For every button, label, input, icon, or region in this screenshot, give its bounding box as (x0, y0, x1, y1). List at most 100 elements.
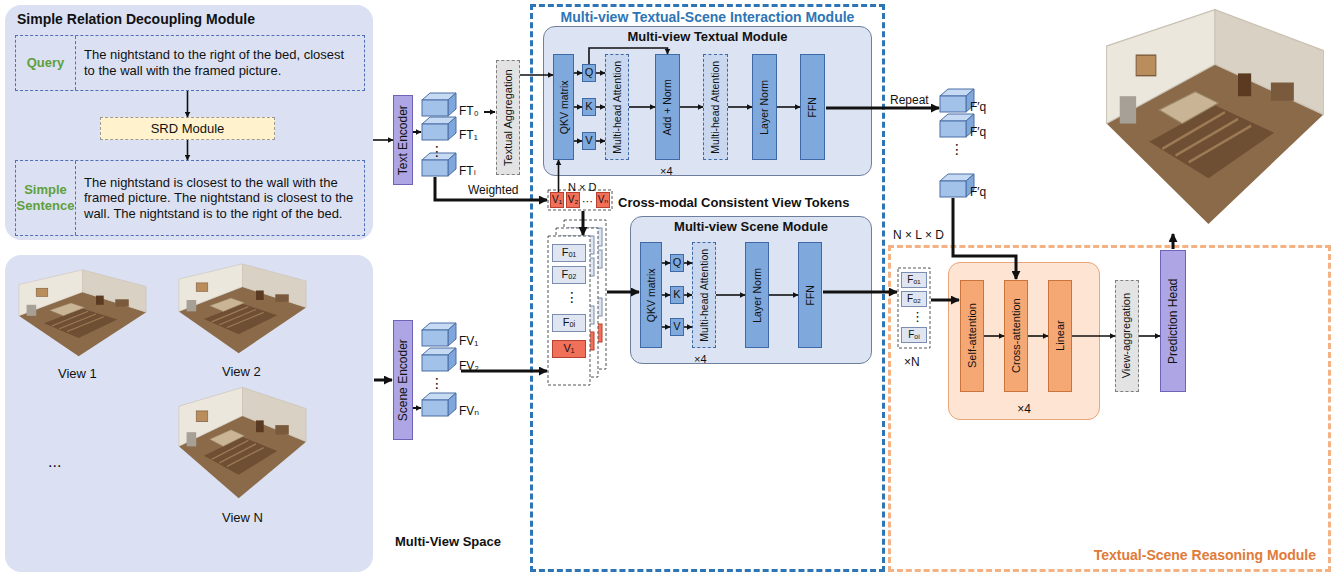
flow-arrow (374, 379, 392, 382)
label-holder: Multi-View Space (395, 532, 501, 550)
module-title: Multi-view Textual-Scene Interaction Mod… (561, 9, 855, 26)
label-holder: View N (222, 508, 263, 526)
label-holder: ⋮ (950, 140, 964, 158)
sentence-box: Simple SentenceThe nightstand is closest… (15, 160, 365, 236)
label-holder: F′q (970, 182, 986, 200)
label-text: F′q (970, 125, 986, 139)
box-label: QKV matrix (557, 80, 570, 134)
layer-box: QKV matrix (640, 242, 662, 348)
label-text: ⋮ (565, 289, 579, 305)
module-box: Multi-view Scene ModuleQKV matrixQKVMult… (630, 216, 872, 364)
box-label: Fₒ₁ (907, 274, 920, 286)
view-image (179, 264, 306, 353)
block-box: ×4 Self-attention Cross-attention Linear (948, 262, 1100, 420)
flow-arrow (413, 131, 421, 133)
box-label: Linear (1053, 321, 1066, 352)
label-holder: ×4 (694, 349, 707, 367)
box-label: Multi-head Attention (709, 61, 722, 154)
box-label: QKV matrix (645, 268, 658, 322)
layer-box: Layer Norm (752, 54, 777, 160)
label-text: FT₁ (459, 128, 478, 142)
label-holder: FV₁ (459, 331, 478, 349)
layer-box: V (582, 132, 596, 150)
label-text: FV₂ (459, 359, 479, 373)
feature-box: Fₒᵢ (901, 327, 927, 343)
sentence-box: QueryThe nightstand to the right of the … (15, 35, 365, 91)
module-title: Multi-view Scene Module (674, 219, 828, 235)
view-token: V₂ (566, 192, 580, 208)
module-title: ×4 (1017, 402, 1031, 416)
layer-box: FFN (798, 242, 822, 348)
flow-arrow (582, 211, 585, 235)
layer-box: Q (670, 254, 684, 272)
label-text: View 1 (58, 366, 97, 381)
box-label: Multi-head Attention (611, 61, 624, 154)
feature-stack (548, 220, 606, 385)
sentence-text: The nightstand is closest to the wall wi… (76, 161, 364, 235)
box-label: K (673, 288, 680, 301)
label-text: FTₗ (459, 164, 476, 178)
box-label: Scene Encoder (396, 339, 410, 421)
label-text: Repeat (890, 93, 929, 107)
feature-box: Fₒ₂ (901, 291, 927, 307)
label-text: ⋯ (582, 195, 593, 207)
label-text: FV₁ (459, 334, 478, 348)
label-holder: Repeat (890, 90, 929, 108)
box-label: Multi-head Attention (698, 249, 711, 342)
box-label: View-aggregation (1120, 293, 1133, 378)
label-holder: N × D (568, 177, 596, 195)
box-label: Q (585, 66, 594, 79)
feature-column (898, 268, 930, 348)
box-label: V₂ (568, 194, 579, 206)
box-label: Prediction Head (1166, 278, 1180, 363)
aggregation-box: View-aggregation (1115, 280, 1139, 392)
label-holder: ⋮ (911, 307, 924, 325)
layer-box: K (670, 286, 684, 304)
label-text: Cross-modal Consistent View Tokens (618, 195, 849, 210)
box-label: V₁ (563, 342, 574, 355)
label-text: ... (48, 453, 61, 470)
label-text: F′q (970, 100, 986, 114)
module-frame: Multi-view Textual-Scene Interaction Mod… (530, 4, 885, 572)
box-label: Layer Norm (758, 80, 771, 135)
layer-box: Add + Norm (655, 54, 680, 160)
label-text: FT₀ (459, 104, 479, 118)
label-text: N × D (568, 181, 596, 193)
label-text: ×N (904, 355, 920, 369)
feature-cube (940, 174, 974, 197)
label-holder: ... (48, 452, 61, 471)
label-holder: N × L × D (893, 225, 944, 243)
feature-cube (940, 114, 974, 137)
box-label: SRD Module (151, 121, 225, 137)
encoder-box: Text Encoder (393, 95, 413, 185)
label-holder: FV₂ (459, 356, 479, 374)
process-box: SRD Module (100, 117, 275, 140)
label-holder: ⋮ (430, 374, 444, 392)
views-panel (5, 255, 373, 572)
box-label: FFN (804, 285, 817, 305)
layer-box: Layer Norm (745, 242, 769, 348)
output-scene-image (1107, 10, 1324, 224)
box-label: Vₙ (598, 194, 609, 206)
view-token: V₁ (552, 340, 586, 358)
box-label: Self-attention (965, 304, 978, 369)
view-image (179, 387, 306, 498)
encoder-box: Scene Encoder (393, 320, 413, 440)
layer-box: Cross-attention (1004, 280, 1028, 392)
stack-column (548, 236, 590, 385)
label-holder: F′q (970, 97, 986, 115)
token-container (548, 190, 612, 210)
layer-box: Q (582, 64, 596, 82)
label-holder: ×N (904, 352, 920, 370)
label-holder: ×4 (660, 161, 673, 179)
feature-cube (422, 117, 456, 140)
label-text: ⋮ (911, 309, 924, 324)
layer-box: Self-attention (960, 280, 984, 392)
box-label: V₁ (552, 194, 562, 206)
label-text: F′q (970, 185, 986, 199)
feature-cube (422, 393, 456, 416)
box-label: Text Encoder (396, 105, 410, 175)
layer-box: QKV matrix (553, 54, 574, 160)
module-title: Textual-Scene Reasoning Module (1094, 547, 1316, 564)
module-panel: Simple Relation Decoupling ModuleQueryTh… (5, 5, 373, 240)
